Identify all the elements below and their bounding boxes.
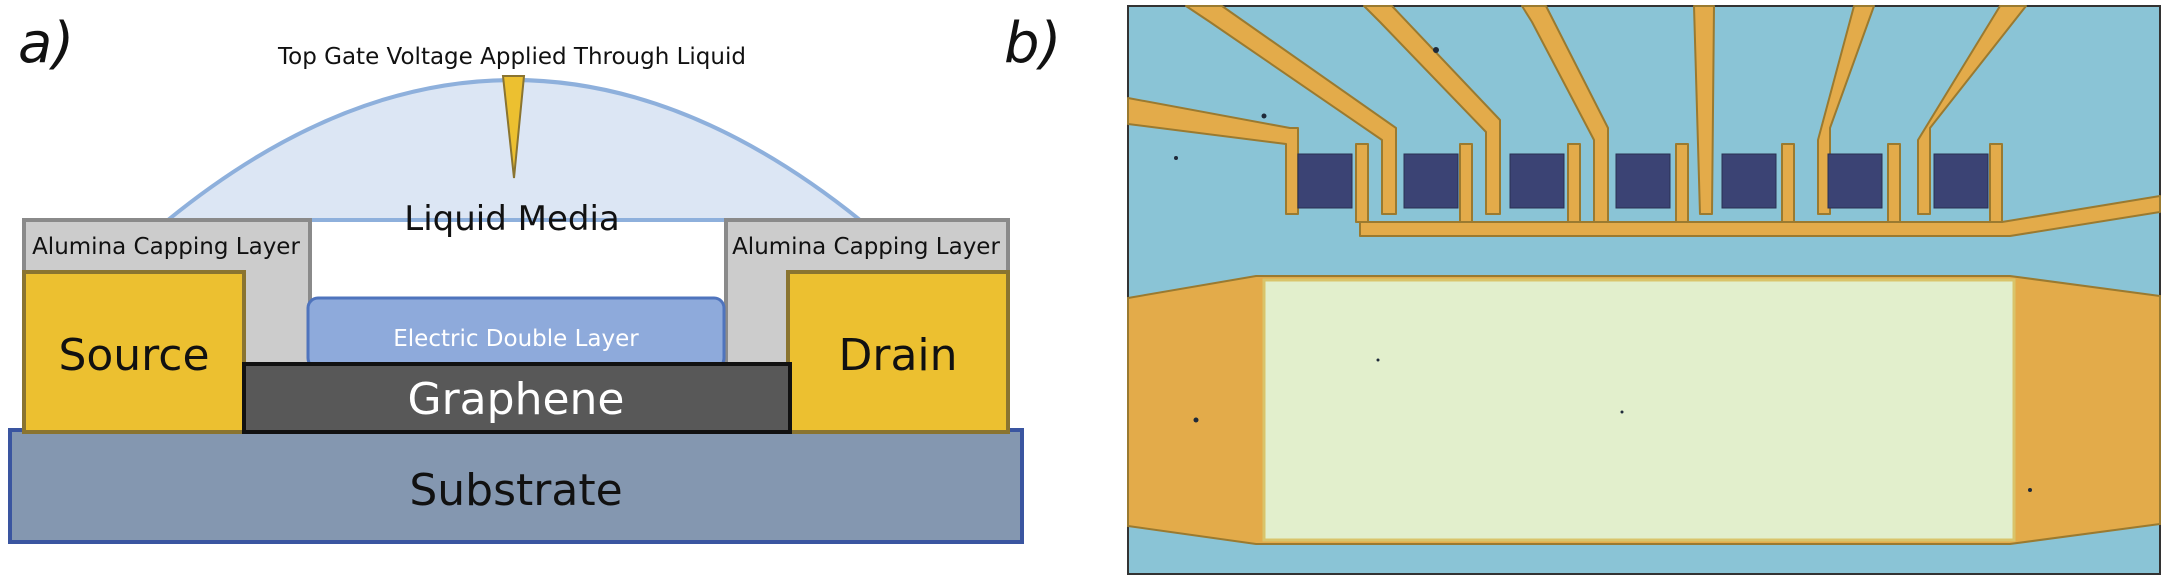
drain-electrode — [786, 270, 1010, 434]
speck — [1193, 417, 1199, 423]
speck — [1433, 47, 1439, 53]
finger-d — [1675, 143, 1689, 223]
electric-double-layer-label: Electric Double Layer — [393, 326, 639, 352]
lead-6 — [1817, 5, 1875, 215]
speck — [1174, 156, 1178, 160]
lead-5 — [1693, 5, 1715, 215]
lead-1 — [1127, 97, 1299, 215]
lead-3 — [1363, 5, 1501, 215]
contact-pad — [1933, 153, 1989, 209]
panel-a: a) Top Gate Voltage Applied Through Liqu… — [8, 11, 1024, 544]
graphene-label: Graphene — [408, 374, 625, 425]
source-electrode — [22, 270, 246, 434]
liquid-media-label: Liquid Media — [404, 199, 619, 239]
panel-b: b) — [1004, 5, 2161, 575]
substrate-label: Substrate — [409, 465, 622, 516]
contact-pads — [1297, 153, 1989, 209]
lead-7 — [1917, 5, 2027, 215]
contact-pad — [1297, 153, 1353, 209]
finger-c — [1567, 143, 1581, 223]
finger-f — [1887, 143, 1901, 223]
electrode-leads — [1127, 5, 2161, 237]
debris-specks — [1174, 47, 2032, 492]
finger-g — [1989, 143, 2003, 223]
panel-a-letter: a) — [18, 11, 74, 76]
top-gate-label: Top Gate Voltage Applied Through Liquid — [277, 44, 746, 70]
alumina-capping-left-label: Alumina Capping Layer — [32, 234, 300, 260]
lead-2 — [1185, 5, 1397, 215]
channel-window — [1262, 278, 2016, 542]
speck — [1261, 113, 1267, 119]
contact-pad — [1721, 153, 1777, 209]
substrate — [8, 428, 1024, 544]
alumina-capping-right-label: Alumina Capping Layer — [732, 234, 1000, 260]
finger-a — [1355, 143, 1369, 223]
contact-pad — [1615, 153, 1671, 209]
speck — [1376, 358, 1380, 362]
drain-label: Drain — [838, 330, 957, 381]
finger-b — [1459, 143, 1473, 223]
contact-pad — [1509, 153, 1565, 209]
panel-b-letter: b) — [1004, 11, 1061, 76]
speck — [2028, 488, 2032, 492]
lead-4 — [1521, 5, 1609, 223]
contact-pad — [1827, 153, 1883, 209]
graphene-layer — [242, 362, 792, 434]
speck — [1620, 410, 1624, 414]
finger-e — [1781, 143, 1795, 223]
contact-pad — [1403, 153, 1459, 209]
top-gate-probe — [501, 75, 526, 179]
source-label: Source — [58, 330, 209, 381]
